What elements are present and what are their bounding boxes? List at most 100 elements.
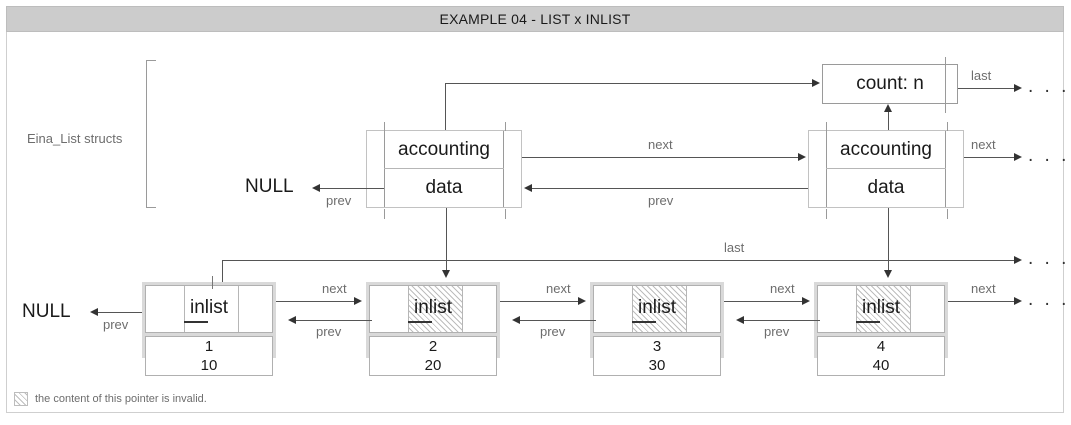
list-struct-1-data-cell: data — [384, 169, 504, 207]
list-struct-2-tick-right-top — [947, 122, 948, 131]
struct1-next-arrowhead — [798, 153, 806, 161]
node3-prev-line — [518, 320, 596, 321]
struct2-prev-arrowhead — [524, 184, 532, 192]
node3-next-line — [724, 301, 808, 302]
accounting-to-count-run — [445, 83, 812, 84]
struct2-prev-line — [530, 188, 812, 189]
eina-struct-bracket — [146, 60, 156, 208]
inlist-node-3-invalid-hatch — [632, 286, 686, 332]
inlist-node-2-value-top-cell: 2 — [369, 336, 497, 356]
inlist-node-3-value-bottom: 30 — [648, 357, 666, 374]
inlist-node-4-value-top-cell: 4 — [817, 336, 945, 356]
inlist-node-4: inlist 4 40 — [814, 282, 948, 376]
node2-next-line — [500, 301, 584, 302]
inlist-node-1-value-top-cell: 1 — [145, 336, 273, 356]
list-struct-1-inner-columns — [384, 131, 504, 207]
node1-next-arrowhead — [354, 297, 362, 305]
list-struct-2-tick-left-top — [826, 122, 827, 131]
node3-prev-label: prev — [540, 324, 566, 339]
list-struct-2-data-label: data — [867, 177, 905, 198]
struct2-next-line — [964, 157, 1020, 158]
inlist-node-2-invalid-hatch — [408, 286, 462, 332]
last-top-arrowhead — [1014, 84, 1022, 92]
node1-next-label: next — [322, 281, 347, 296]
legend-text: the content of this pointer is invalid. — [35, 393, 207, 405]
inlist-node-1-pointer-row: inlist — [145, 276, 273, 333]
inlist-node-4-pointer-row: inlist — [817, 285, 945, 333]
list-struct-1-accounting-cell: accounting — [384, 131, 504, 169]
inlist-node-1: inlist 1 10 — [142, 276, 276, 376]
struct2-prev-label: prev — [648, 193, 674, 208]
struct2-next-label: next — [971, 137, 996, 152]
node2-next-arrowhead — [578, 297, 586, 305]
list-struct-2-accounting-label: accounting — [840, 138, 932, 160]
eina-struct-group-label: Eina_List structs — [27, 131, 123, 146]
last-top-line — [958, 88, 1020, 89]
inlist-node-4-value-bottom-cell: 40 — [817, 356, 945, 376]
null-top-label: NULL — [245, 176, 294, 197]
page-title: EXAMPLE 04 - LIST x INLIST — [439, 11, 631, 27]
inlist-node-3-pointer-row: inlist — [593, 285, 721, 333]
node4-next-ellipsis: . . . — [1028, 289, 1070, 310]
inlist-node-2-value-bottom: 20 — [424, 357, 442, 374]
inlist-node-2-pointer-row: inlist — [369, 285, 497, 333]
title-bar: EXAMPLE 04 - LIST x INLIST — [6, 6, 1064, 32]
count-box-label: count: n — [856, 73, 924, 94]
inlist-node-4-underline — [856, 321, 880, 323]
struct1-next-line — [522, 157, 800, 158]
accounting-to-count-riser — [445, 83, 446, 133]
list-struct-2-accounting-cell: accounting — [826, 131, 946, 169]
inlist-node-3-value-top: 3 — [652, 338, 662, 355]
last-top-ellipsis: . . . — [1028, 76, 1070, 97]
list-struct-2-tick-right-bottom — [947, 209, 948, 219]
inlist-node-1-divider-left — [184, 286, 185, 332]
list-struct-1-tick-right-top — [505, 122, 506, 131]
inlist-node-2-divider-right — [462, 286, 463, 332]
legend: the content of this pointer is invalid. — [14, 392, 207, 406]
node4-next-line — [948, 301, 1020, 302]
struct2-next-ellipsis: . . . — [1028, 145, 1070, 166]
inlist-node-4-divider-left — [856, 286, 857, 332]
inlist-node-3-value-bottom-cell: 30 — [593, 356, 721, 376]
inlist-node-4-value-bottom: 40 — [872, 357, 890, 374]
node2-prev-label: prev — [316, 324, 342, 339]
node4-next-arrowhead — [1014, 297, 1022, 305]
node4-prev-arrowhead — [736, 316, 744, 324]
inlist-node-3: inlist 3 30 — [590, 282, 724, 376]
node2-next-label: next — [546, 281, 571, 296]
node4-prev-line — [742, 320, 820, 321]
inlist-node-1-value-top: 1 — [204, 338, 214, 355]
list-struct-1-accounting-label: accounting — [398, 138, 490, 160]
inlist-node-1-underline — [184, 321, 208, 323]
struct2-next-arrowhead — [1014, 153, 1022, 161]
inlist-node-2-underline — [408, 321, 432, 323]
inlist-node-2-label: inlist — [413, 297, 452, 318]
node3-next-label: next — [770, 281, 795, 296]
struct2-data-to-node4-line — [888, 208, 889, 273]
node1-prev-null-arrowhead — [90, 308, 98, 316]
list-struct-2: accounting data — [808, 122, 964, 219]
struct1-prev-label: prev — [326, 193, 352, 208]
inlist-node-1-value-bottom-cell: 10 — [145, 356, 273, 376]
node1-prev-label: prev — [103, 317, 129, 332]
node1-prev-null-line — [96, 312, 160, 313]
node3-next-arrowhead — [802, 297, 810, 305]
inlist-node-2-value-bottom-cell: 20 — [369, 356, 497, 376]
inlist-node-1-value-bottom: 10 — [200, 357, 218, 374]
inlist-node-3-label: inlist — [637, 297, 676, 318]
list-struct-1-tick-left-bottom — [384, 209, 385, 219]
list-struct-2-inner-columns — [826, 131, 946, 207]
inlist-node-1-label: inlist — [189, 297, 228, 318]
node3-prev-arrowhead — [512, 316, 520, 324]
struct2-data-to-node4-arrowhead — [884, 270, 892, 278]
right-accounting-to-count-line — [888, 112, 889, 137]
last-mid-riser — [222, 260, 223, 290]
count-box: count: n — [822, 64, 958, 104]
last-mid-arrowhead — [1014, 256, 1022, 264]
node1-next-line — [276, 301, 360, 302]
accounting-to-count-arrowhead — [812, 79, 820, 87]
inlist-node-3-divider-left — [632, 286, 633, 332]
count-box-divider — [945, 57, 946, 113]
struct1-data-to-node2-arrowhead — [442, 270, 450, 278]
